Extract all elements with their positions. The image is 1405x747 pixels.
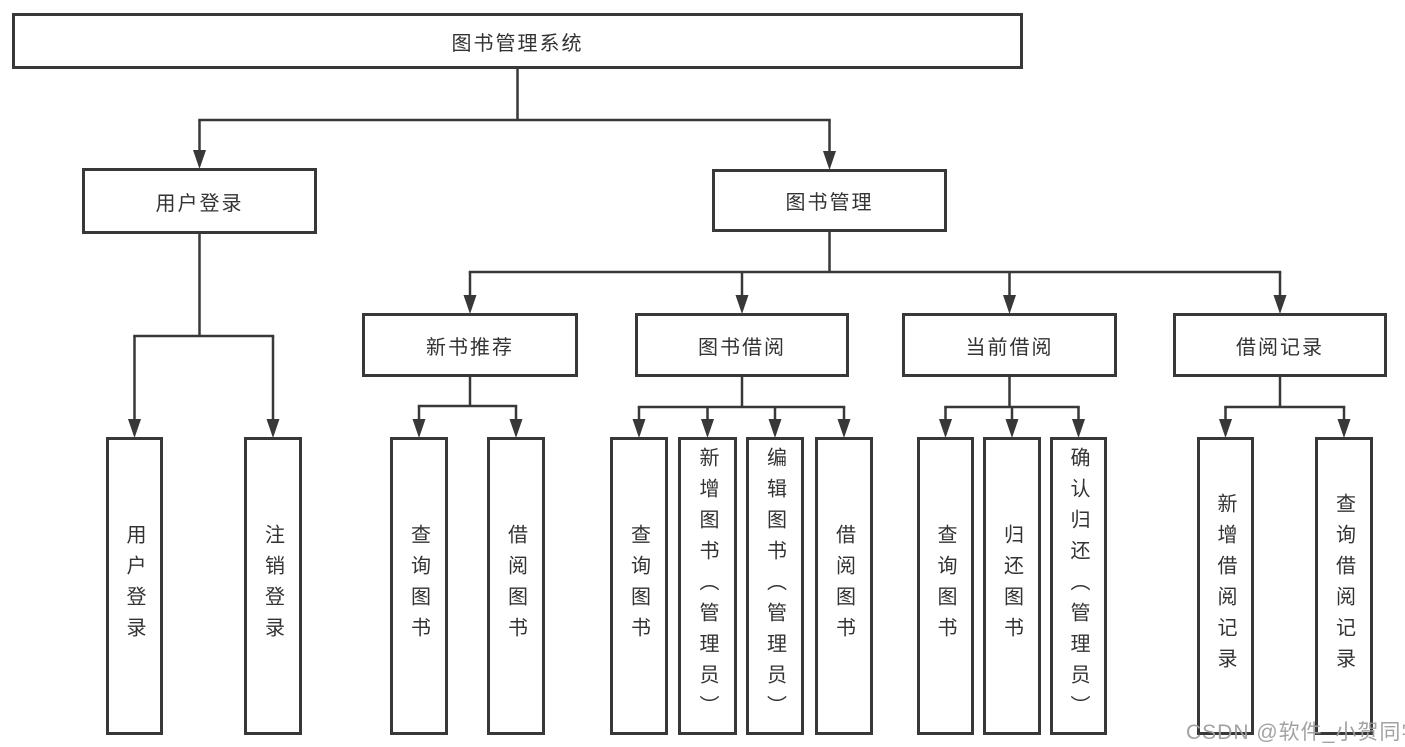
leaf-query-book-under-current: 查询图书 (917, 437, 974, 735)
leaf-query-book-under-borrow: 查询图书 (610, 437, 668, 735)
node-book-borrow: 图书借阅 (635, 313, 849, 377)
watermark: CSDN @软件_小贺同学 (1186, 721, 1405, 744)
node-user-login: 用户登录 (82, 168, 317, 234)
leaf-edit-book-admin: 编辑图书（管理员） (746, 437, 804, 735)
node-current-borrow: 当前借阅 (902, 313, 1117, 377)
leaf-query-book-under-recommend: 查询图书 (390, 437, 448, 735)
node-book-management: 图书管理 (712, 169, 947, 232)
node-new-book-recommend: 新书推荐 (362, 313, 578, 377)
leaf-confirm-return-admin: 确认归还（管理员） (1050, 437, 1107, 735)
leaf-logout: 注销登录 (244, 437, 302, 735)
leaf-user-login: 用户登录 (106, 437, 163, 735)
leaf-borrow-book-under-borrow: 借阅图书 (815, 437, 873, 735)
leaf-return-book: 归还图书 (983, 437, 1041, 735)
node-root-system: 图书管理系统 (12, 13, 1023, 69)
leaf-borrow-book-under-recommend: 借阅图书 (487, 437, 545, 735)
leaf-add-borrow-record: 新增借阅记录 (1197, 437, 1254, 735)
node-borrow-records: 借阅记录 (1173, 313, 1387, 377)
leaf-query-borrow-record: 查询借阅记录 (1315, 437, 1373, 735)
leaf-add-book-admin: 新增图书（管理员） (678, 437, 737, 735)
